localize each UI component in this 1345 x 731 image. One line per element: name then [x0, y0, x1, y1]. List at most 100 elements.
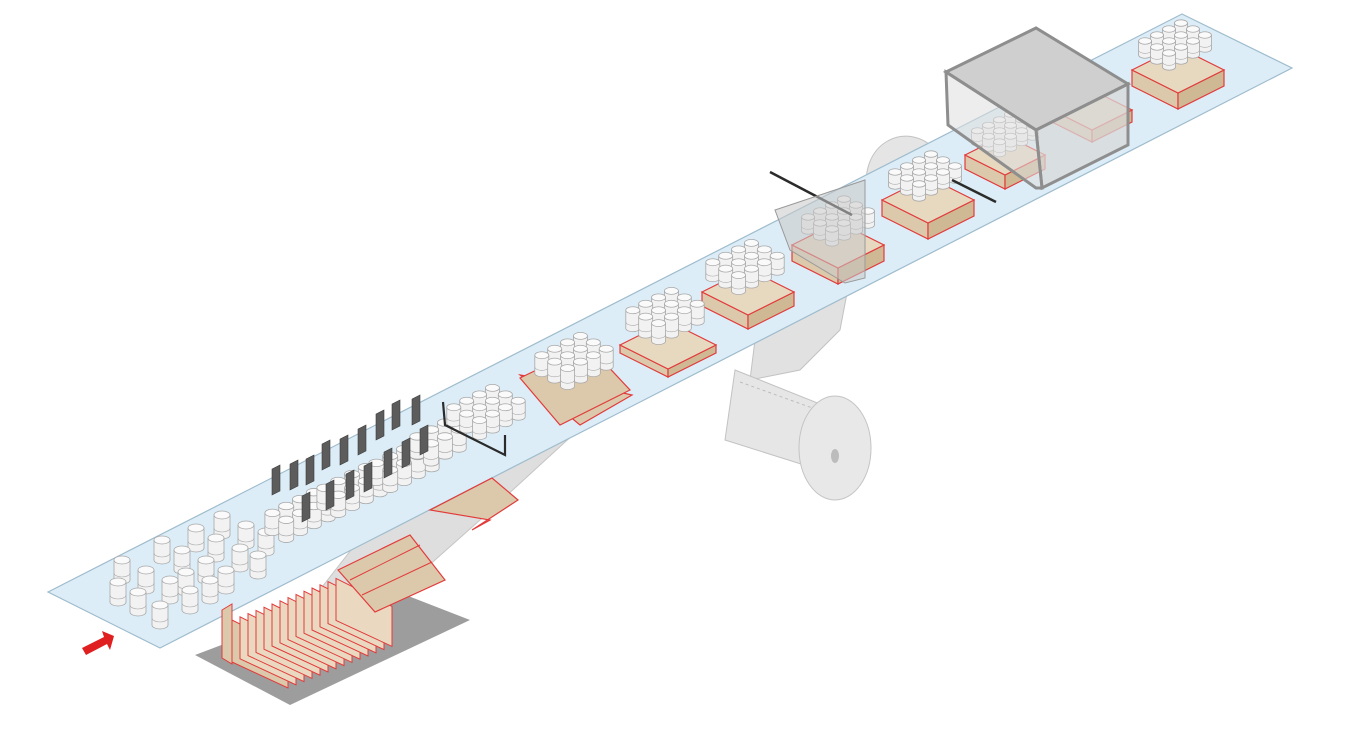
can-side	[625, 310, 640, 329]
can-side	[586, 355, 601, 374]
can-top	[900, 162, 914, 170]
can-top	[1138, 37, 1152, 45]
can-rib	[161, 592, 179, 598]
can-side	[208, 538, 224, 558]
can-top	[924, 174, 938, 182]
can-rib	[153, 552, 171, 558]
can	[151, 600, 169, 630]
can-rib	[231, 560, 249, 566]
can-top	[744, 251, 759, 260]
can-rib	[151, 617, 169, 623]
can-side	[218, 570, 234, 590]
can-rib	[113, 572, 131, 578]
can	[912, 180, 926, 202]
can-side	[410, 456, 426, 475]
can-top	[446, 403, 462, 412]
can-side	[330, 494, 346, 514]
can	[249, 550, 267, 580]
can-top	[173, 545, 191, 555]
can-side	[900, 177, 914, 192]
can	[1186, 37, 1200, 59]
can-top	[237, 520, 255, 530]
film-roll	[798, 395, 872, 501]
can-side	[152, 605, 168, 625]
can	[718, 264, 734, 289]
can-top	[731, 271, 746, 280]
can-rib	[137, 582, 155, 588]
can-top	[651, 293, 666, 302]
can-top	[459, 409, 475, 418]
can-side	[472, 420, 487, 437]
can-rib	[217, 582, 235, 588]
can	[625, 306, 641, 333]
can-side	[599, 348, 614, 367]
can-side	[690, 303, 705, 322]
can-top	[181, 585, 199, 595]
can-top	[472, 390, 487, 399]
can-side	[757, 262, 772, 279]
can-rib	[257, 544, 275, 550]
can	[560, 364, 575, 391]
shrink-tunnel-front	[944, 69, 1044, 190]
can	[436, 432, 453, 460]
can-top	[1186, 37, 1200, 45]
can-top	[547, 357, 563, 366]
can-top	[510, 396, 526, 405]
can-top	[573, 357, 588, 366]
divider-plates	[271, 394, 429, 523]
can-top	[689, 299, 705, 308]
can-side	[114, 560, 130, 580]
can	[472, 416, 487, 441]
divider-plate	[321, 439, 331, 471]
can-top	[664, 299, 679, 308]
can	[1174, 43, 1188, 65]
can-side	[250, 555, 266, 575]
can	[459, 409, 475, 434]
can	[187, 523, 205, 553]
can-top	[1186, 25, 1200, 33]
can	[1150, 43, 1164, 65]
can-top	[1174, 31, 1188, 39]
can	[756, 258, 772, 283]
can-top	[560, 338, 575, 347]
can-side	[238, 525, 254, 545]
can-side	[573, 361, 588, 380]
can-side	[368, 462, 384, 482]
can	[651, 319, 666, 346]
can	[109, 577, 127, 607]
blank-1	[337, 534, 446, 613]
can-side	[651, 323, 666, 342]
can	[924, 174, 938, 196]
divider-plate	[357, 424, 367, 456]
can-top	[1162, 37, 1176, 45]
can-side	[705, 262, 720, 279]
can	[676, 306, 692, 333]
can	[497, 403, 513, 428]
can-rib	[330, 507, 346, 512]
can-top	[638, 299, 654, 308]
divider-plate	[401, 437, 411, 469]
divider-plate	[339, 434, 349, 466]
can-rib	[173, 562, 191, 568]
can-top	[651, 306, 666, 315]
divider-plate	[301, 491, 311, 523]
can	[936, 168, 950, 190]
can-top	[912, 180, 926, 188]
divider-plate	[271, 464, 281, 496]
can-top	[1150, 31, 1164, 39]
can-top	[534, 351, 550, 360]
can-top	[756, 245, 772, 254]
can-top	[213, 510, 231, 520]
can-top	[705, 258, 721, 267]
can-top	[585, 338, 601, 347]
can-top	[573, 344, 588, 353]
can-side	[1198, 35, 1212, 50]
can-side	[202, 580, 218, 600]
can	[769, 251, 785, 276]
blank-2	[428, 477, 520, 531]
can-top	[1162, 49, 1176, 57]
can-top	[560, 364, 575, 373]
can	[278, 515, 295, 543]
